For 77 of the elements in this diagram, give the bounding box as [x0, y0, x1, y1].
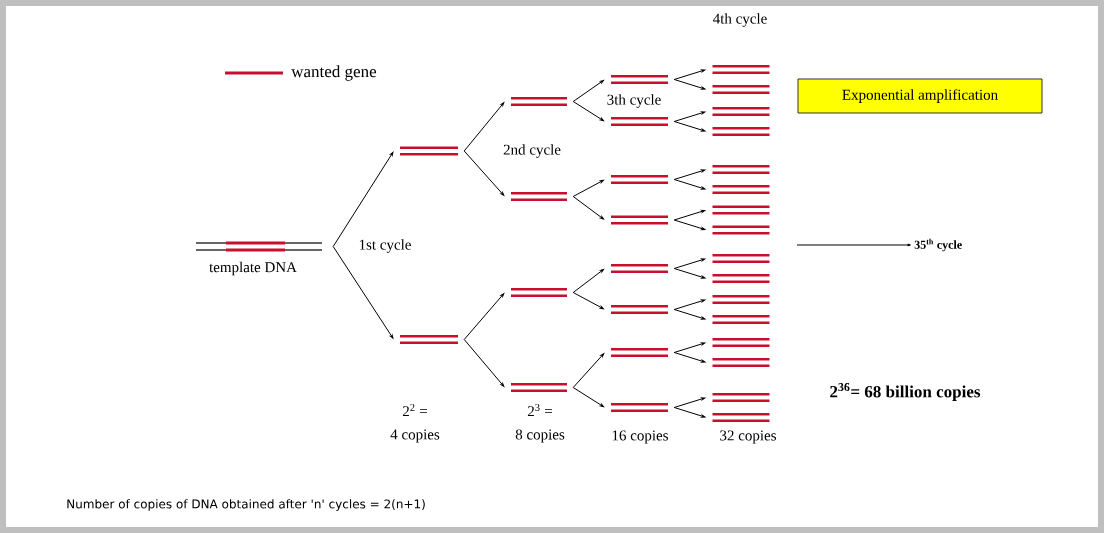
dna-duplex	[611, 117, 668, 126]
dna-duplex	[712, 338, 770, 347]
arrow	[572, 101, 604, 122]
highlight-box: Exponential amplification	[797, 78, 1043, 114]
dna-duplex	[611, 305, 668, 314]
arrow	[673, 309, 706, 320]
copy-count: 4 copies	[390, 429, 440, 443]
dna-duplex	[712, 315, 770, 324]
arrow	[673, 169, 706, 180]
cycle-label: 3th cycle	[607, 94, 661, 108]
arrow	[572, 353, 605, 388]
dna-duplex	[712, 358, 770, 367]
dna-duplex	[611, 348, 668, 357]
arrow	[673, 79, 706, 90]
arrow	[673, 69, 706, 80]
dna-duplex	[511, 192, 567, 201]
dna-duplex	[511, 383, 567, 392]
arrow	[673, 209, 706, 221]
arrow	[673, 342, 706, 353]
arrow	[572, 292, 604, 310]
dna-duplex	[400, 335, 458, 344]
dna-duplex	[712, 65, 770, 74]
arrow	[463, 102, 505, 152]
template-dna-drawing	[195, 241, 323, 252]
arrow	[673, 121, 706, 132]
arrow	[572, 268, 605, 293]
arrow	[332, 151, 394, 247]
caption: Number of copies of DNA obtained after 'n' cycles = 2(n+1)	[67, 499, 425, 511]
dna-duplex	[712, 225, 770, 235]
dna-duplex	[712, 274, 770, 283]
dna-duplex	[712, 295, 770, 304]
dna-duplex	[511, 97, 567, 106]
arrow	[673, 352, 706, 363]
cycle-label: 2nd cycle	[503, 144, 561, 158]
dna-duplex	[611, 75, 668, 84]
dna-duplex	[712, 85, 770, 94]
dna-duplex	[712, 254, 770, 263]
arrow	[572, 387, 604, 408]
dna-duplex	[712, 413, 770, 422]
arrow	[572, 196, 605, 220]
arrow	[673, 299, 706, 310]
copy-count: 16 copies	[612, 430, 668, 444]
dna-duplex	[712, 393, 770, 402]
arrow	[673, 111, 706, 122]
dna-duplex	[712, 127, 770, 136]
arrow	[572, 79, 604, 102]
cycle-label: 1st cycle	[359, 239, 411, 253]
arrow	[463, 150, 505, 196]
dna-duplex	[511, 288, 567, 297]
arrow	[673, 268, 706, 279]
dna-duplex	[611, 215, 668, 225]
arrow	[673, 397, 706, 408]
dna-caption: template DNA	[209, 261, 297, 276]
dna-duplex	[712, 185, 770, 194]
dna-duplex	[611, 264, 668, 273]
dna-duplex	[400, 146, 458, 156]
copy-count: 2$^{36}$= 68 billion copies	[830, 383, 981, 401]
arrow	[796, 243, 911, 247]
dna-duplex	[712, 205, 770, 215]
copy-count: 32 copies	[720, 430, 776, 444]
copy-count: 8 copies	[515, 429, 565, 443]
cycle-label: 4th cycle	[713, 13, 767, 27]
arrow	[463, 293, 505, 340]
arrow	[463, 339, 505, 387]
arrow	[673, 258, 706, 269]
arrow	[572, 179, 604, 197]
arrow	[673, 407, 706, 418]
arrow	[332, 246, 394, 339]
dna-duplex	[712, 107, 770, 116]
cycle-label: 35$^{th}$ cycle	[914, 238, 962, 252]
arrow	[673, 179, 706, 190]
copy-count: 2$^{2}$ =	[402, 403, 427, 417]
legend-text: wanted gene	[291, 65, 377, 81]
dna-duplex	[611, 403, 668, 412]
arrow	[673, 219, 706, 231]
dna-duplex	[611, 175, 668, 184]
dna-duplex	[712, 165, 770, 174]
